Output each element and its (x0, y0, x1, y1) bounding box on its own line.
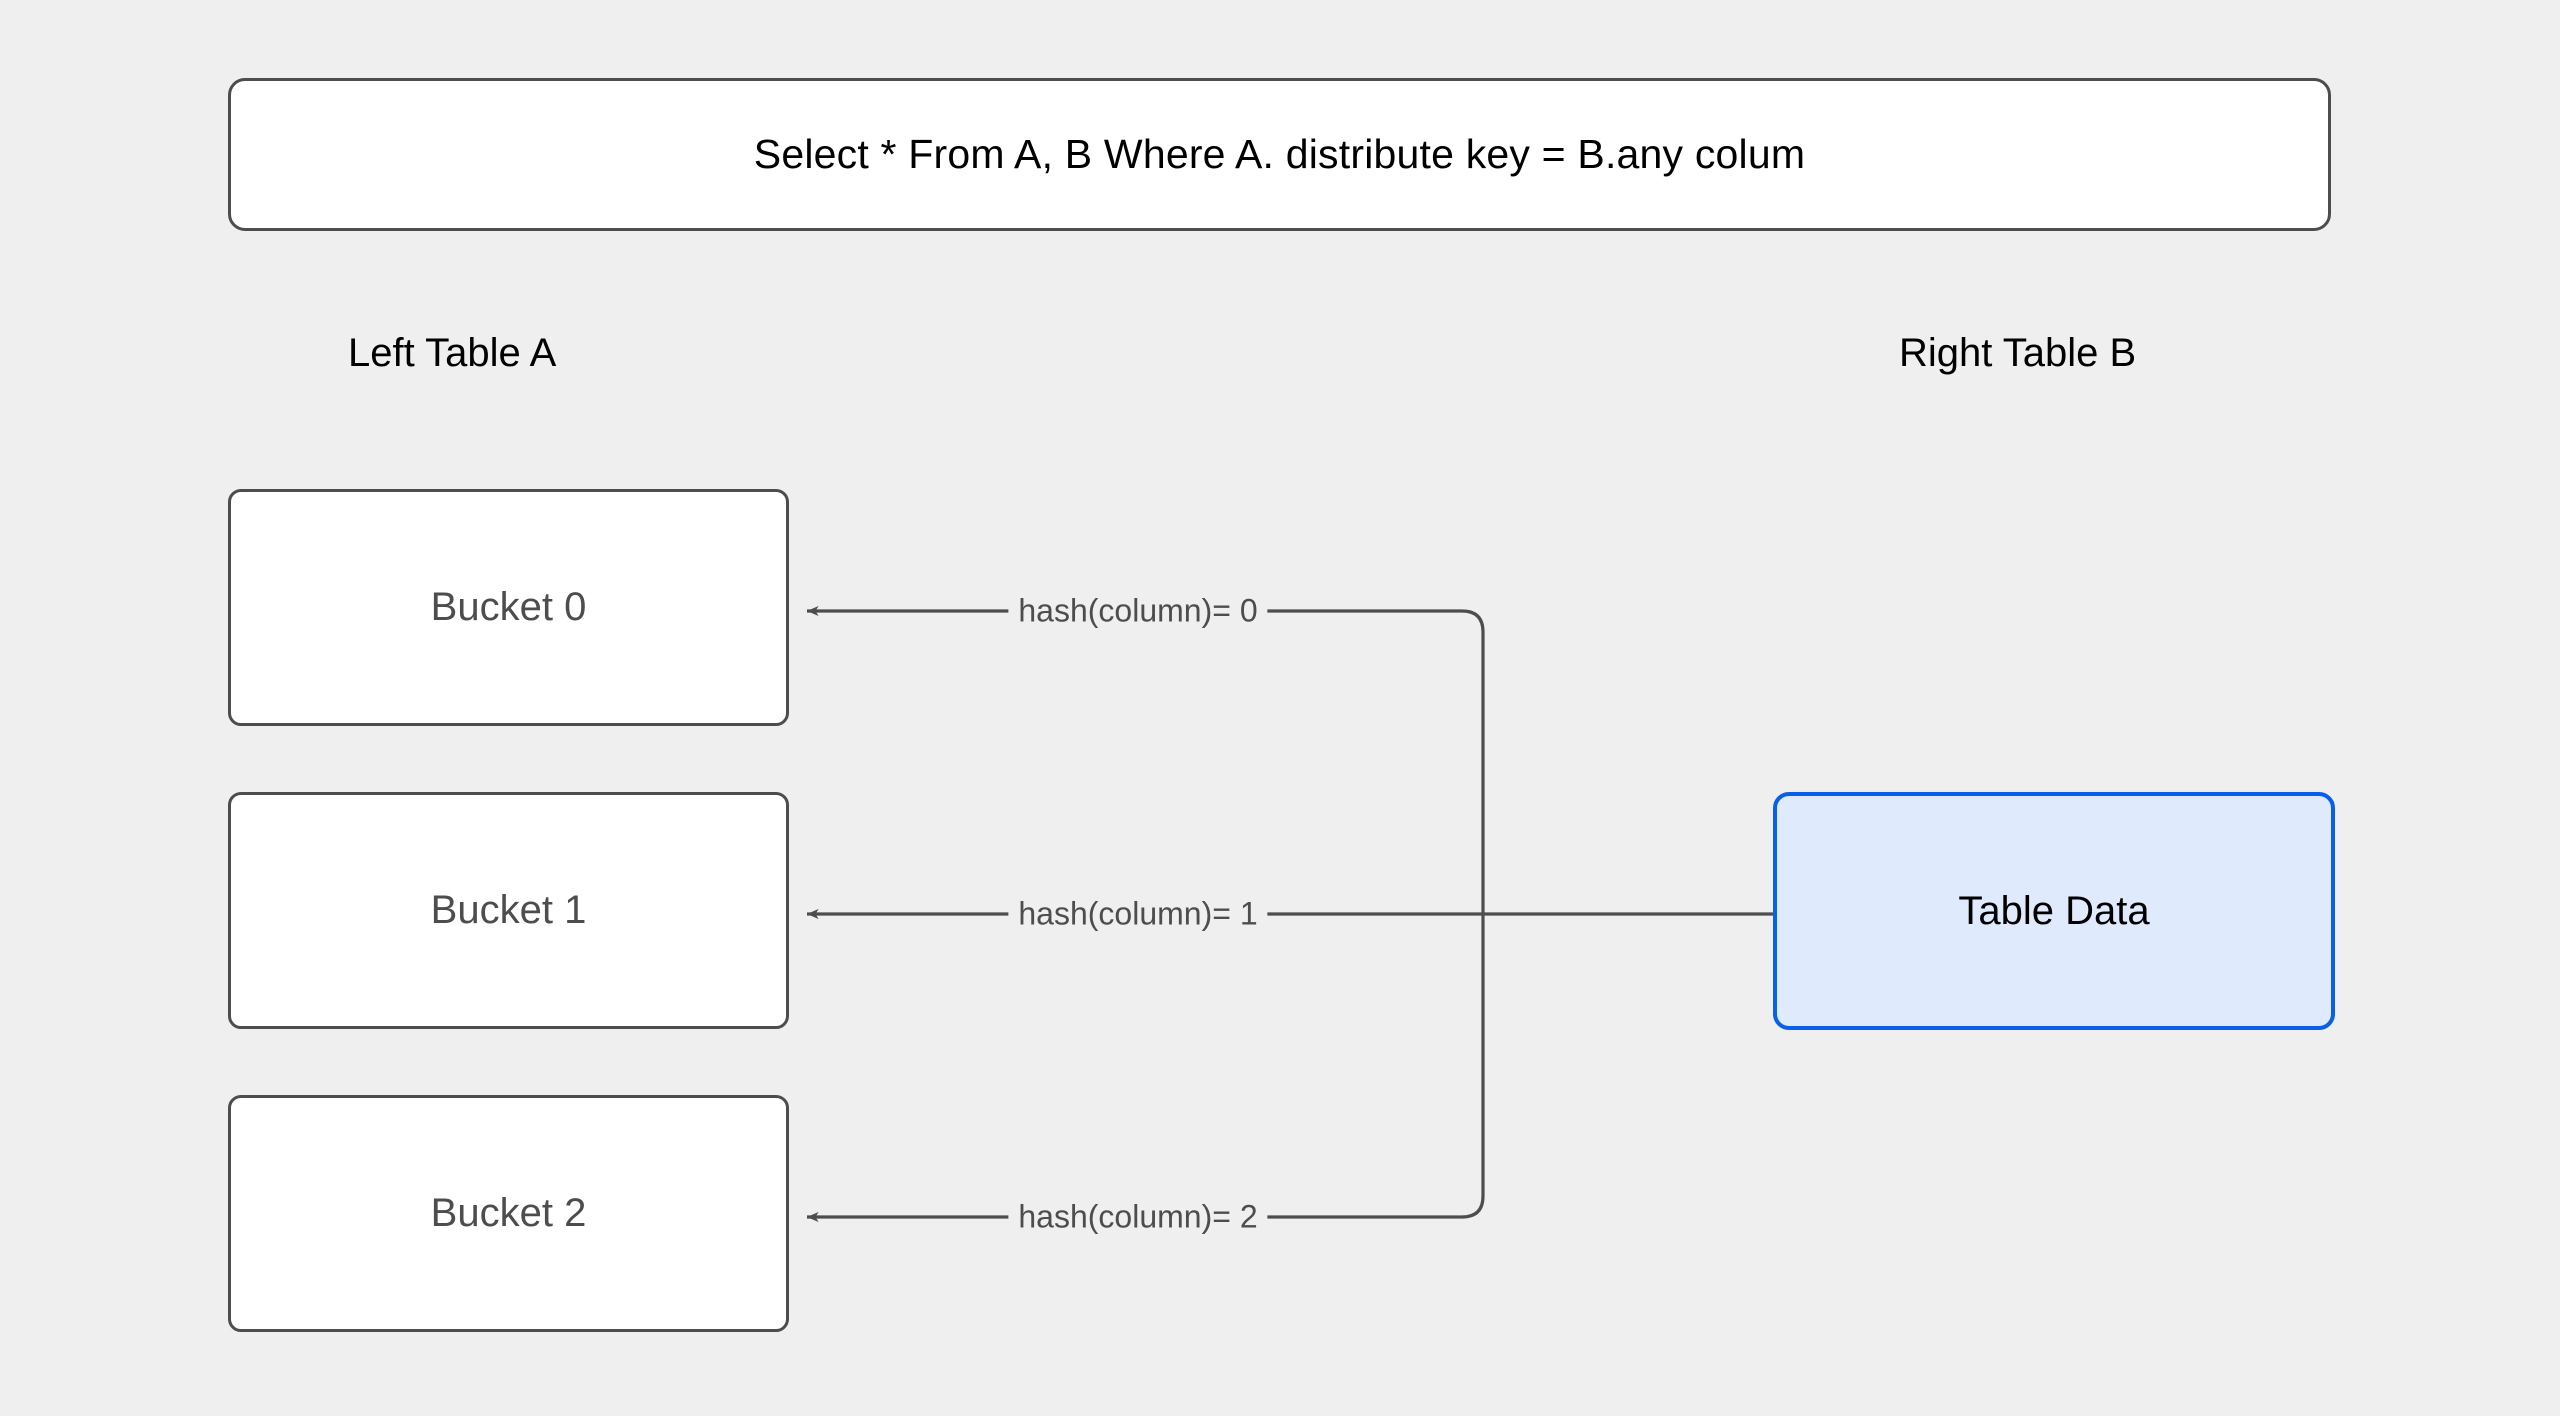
table-data-node-label: Table Data (1958, 888, 2150, 933)
bucket-node-1[interactable]: Bucket 1 (228, 792, 789, 1029)
connector-to-bucket-0 (807, 606, 1485, 914)
left-table-heading: Left Table A (348, 331, 557, 375)
edge-label-hash-0: hash(column)= 0 (1008, 592, 1268, 630)
connector-to-bucket-2 (807, 914, 1485, 1222)
bucket-node-2[interactable]: Bucket 2 (228, 1095, 789, 1332)
edge-label-hash-1: hash(column)= 1 (1008, 895, 1268, 933)
sql-statement-text: Select * From A, B Where A. distribute k… (753, 131, 1806, 177)
bucket-node-0[interactable]: Bucket 0 (228, 489, 789, 726)
sql-statement-box[interactable]: Select * From A, B Where A. distribute k… (228, 78, 2331, 231)
table-data-node[interactable]: Table Data (1773, 792, 2335, 1030)
edge-label-hash-2: hash(column)= 2 (1008, 1198, 1268, 1236)
bucket-node-1-label: Bucket 1 (430, 888, 587, 932)
bucket-node-2-label: Bucket 2 (430, 1191, 587, 1235)
right-table-heading: Right Table B (1899, 331, 2137, 375)
bucket-node-0-label: Bucket 0 (430, 585, 587, 629)
